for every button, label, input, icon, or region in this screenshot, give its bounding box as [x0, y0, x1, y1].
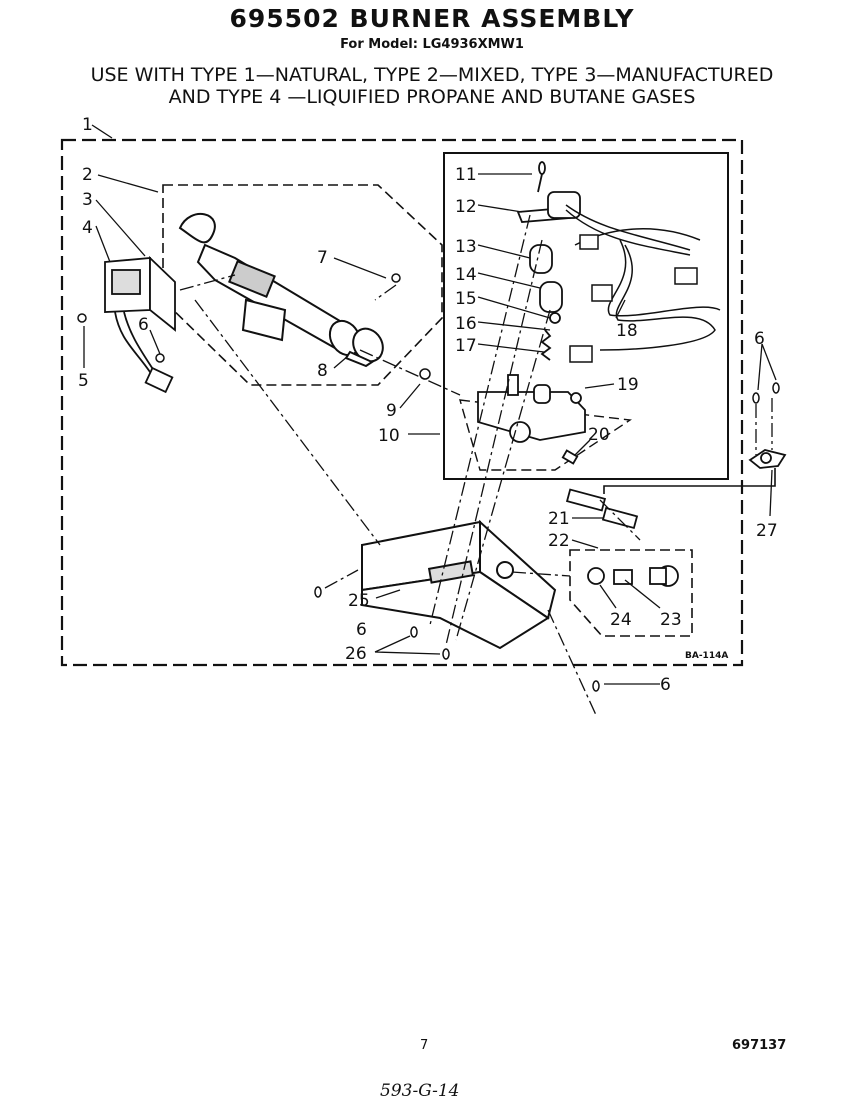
callout-6-left: 6	[138, 315, 149, 335]
callout-4: 4	[82, 218, 93, 238]
callout-15: 15	[455, 289, 477, 309]
document-number: 697137	[732, 1038, 786, 1053]
callout-9: 9	[386, 401, 397, 421]
diagram-code: BA-114A	[685, 651, 728, 661]
callout-20: 20	[588, 425, 610, 445]
callout-6-right: 6	[754, 329, 765, 349]
pipe-connection	[603, 468, 776, 494]
callout-25: 25	[348, 591, 370, 611]
callout-19: 19	[617, 375, 639, 395]
callout-10: 10	[378, 426, 400, 446]
callout-1: 1	[82, 115, 93, 135]
callout-13: 13	[455, 237, 477, 257]
callout-3: 3	[82, 190, 93, 210]
burner-tube	[178, 212, 384, 368]
valve-internals	[477, 161, 586, 465]
callout-12: 12	[455, 197, 477, 217]
burner-tube-group	[162, 184, 443, 386]
page-number: 7	[420, 1038, 428, 1053]
callout-14: 14	[455, 265, 477, 285]
wiring-harness	[565, 204, 721, 363]
callout-18: 18	[616, 321, 638, 341]
callout-17: 17	[455, 336, 477, 356]
page-title: 695502 BURNER ASSEMBLY	[229, 4, 635, 33]
assembly-lines	[179, 214, 773, 716]
callout-26: 26	[345, 644, 367, 664]
callout-27: 27	[756, 521, 778, 541]
screws	[77, 273, 780, 692]
callout-16: 16	[455, 314, 477, 334]
callout-7: 7	[317, 248, 328, 268]
leader-lines	[83, 124, 777, 685]
callout-11: 11	[455, 165, 477, 185]
pipe-and-clip	[565, 449, 787, 530]
assembly-boundary	[60, 138, 744, 667]
handwritten-note: 593-G-14	[380, 1081, 459, 1101]
usage-line-1: USE WITH TYPE 1—NATURAL, TYPE 2—MIXED, T…	[90, 64, 774, 86]
orifice-group	[569, 549, 693, 637]
model-label: For Model: LG4936XMW1	[340, 37, 524, 52]
callout-23: 23	[660, 610, 682, 630]
callout-8: 8	[317, 361, 328, 381]
callout-22: 22	[548, 531, 570, 551]
callout-6-bottom: 6	[356, 620, 367, 640]
callout-5: 5	[78, 371, 89, 391]
callout-labels: 1 2 3 4 5 6 7 8 9 10 11 12 13 14 15 16 1…	[78, 115, 778, 695]
callout-24: 24	[610, 610, 632, 630]
callout-2: 2	[82, 165, 93, 185]
callout-6-lower: 6	[660, 675, 671, 695]
igniter-bracket	[104, 255, 176, 394]
callout-21: 21	[548, 509, 570, 529]
valve-subassembly-box	[443, 152, 729, 480]
orifice-parts	[587, 565, 679, 587]
usage-line-2: AND TYPE 4 —LIQUIFIED PROPANE AND BUTANE…	[168, 86, 696, 108]
